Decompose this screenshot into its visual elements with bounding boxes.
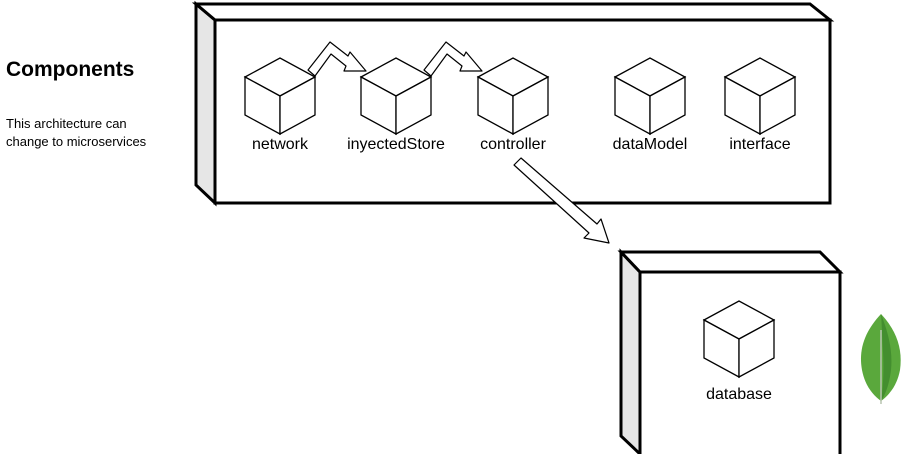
inyectedstore-component[interactable]: inyectedStore xyxy=(347,57,445,153)
diagram-title: Components xyxy=(6,58,135,81)
architecture-note: This architecture can change to microser… xyxy=(6,115,186,151)
controller-label: controller xyxy=(480,136,546,153)
database-component[interactable]: database xyxy=(703,300,775,403)
note-line-2: change to microservices xyxy=(6,134,147,149)
controller-component[interactable]: controller xyxy=(477,57,549,153)
arrow-network-to-store[interactable] xyxy=(307,41,367,77)
datamodel-component[interactable]: dataModel xyxy=(613,57,688,153)
arrow-store-to-controller[interactable] xyxy=(423,41,483,77)
mongodb-leaf-icon xyxy=(860,314,901,404)
interface-component[interactable]: interface xyxy=(724,57,796,153)
datamodel-label: dataModel xyxy=(613,136,688,153)
network-component[interactable]: network xyxy=(244,57,316,153)
arrow-controller-to-database[interactable] xyxy=(513,157,610,244)
interface-label: interface xyxy=(729,136,790,153)
database-label: database xyxy=(706,386,772,403)
note-line-1: This architecture can xyxy=(6,116,127,131)
network-label: network xyxy=(252,136,309,153)
inyectedstore-label: inyectedStore xyxy=(347,136,445,153)
